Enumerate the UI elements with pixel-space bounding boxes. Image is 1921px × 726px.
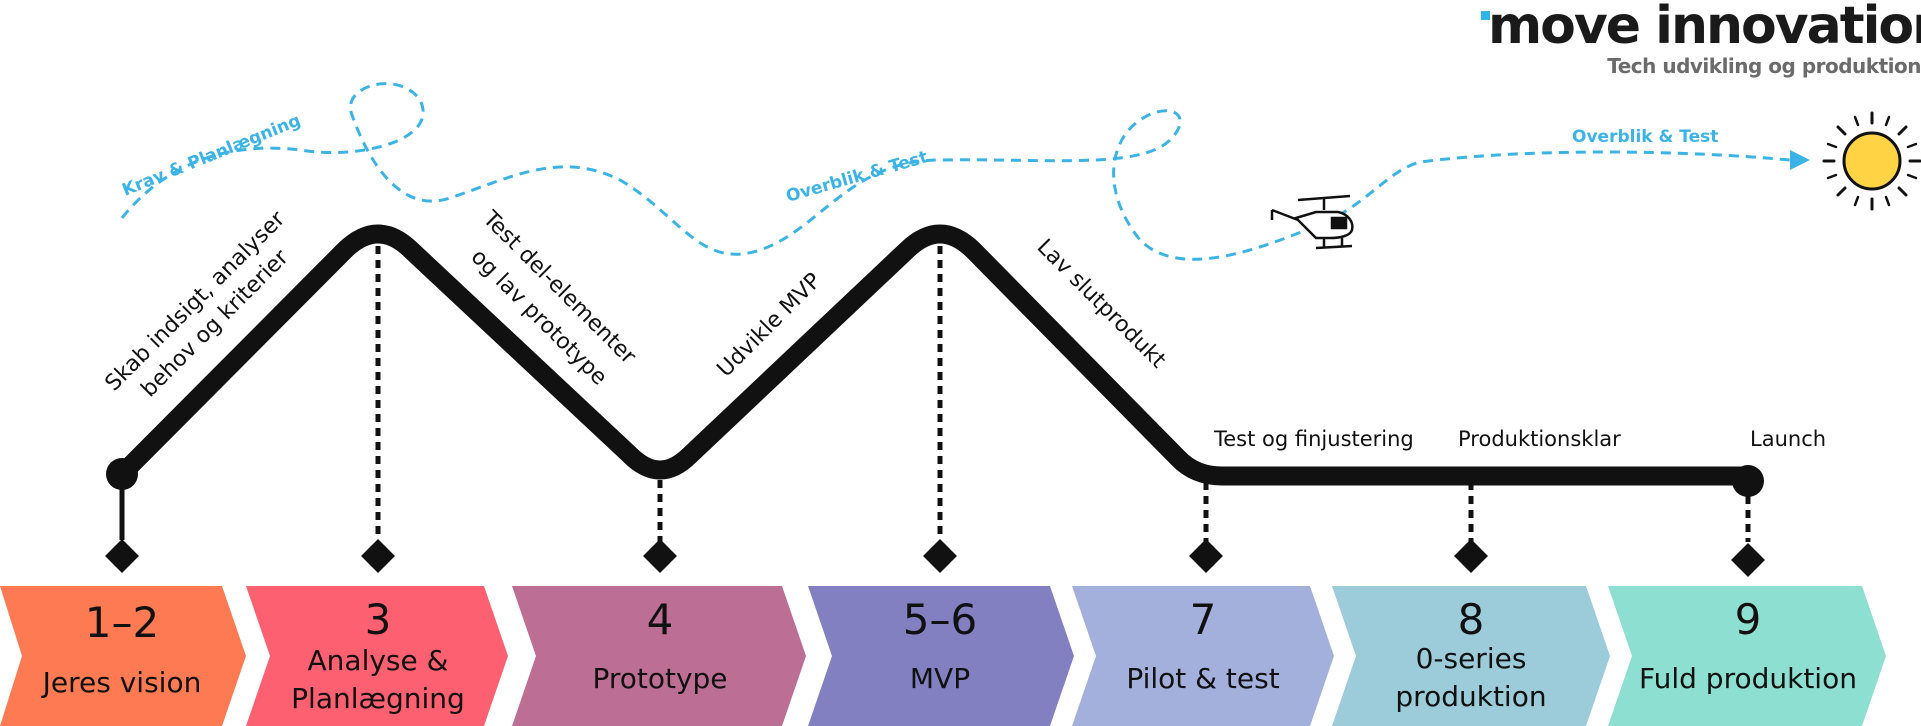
- route-end-dot: [1732, 465, 1764, 497]
- route-label-skab: Skab indsigt, analyser: [101, 206, 291, 396]
- phase-name: produktion: [1395, 680, 1546, 713]
- milestone-diamond: [1189, 539, 1223, 573]
- milestone-diamond: [643, 539, 677, 573]
- dashed-path-arrowhead: [1790, 150, 1810, 170]
- milestone-diamond: [1454, 539, 1488, 573]
- phase-chevron-shape: [1332, 586, 1610, 726]
- phase-number: 3: [365, 595, 392, 644]
- phase-name: Prototype: [592, 662, 727, 695]
- brand-tagline: Tech udvikling og produktion: [1607, 54, 1921, 78]
- route-start-dot: [106, 458, 138, 490]
- phase-name: Planlægning: [291, 682, 465, 715]
- phase-chevron-shape: [1072, 586, 1334, 726]
- sun-icon: [1822, 111, 1921, 211]
- phase-name: Analyse &: [308, 644, 449, 677]
- phase-chevron-shape: [246, 586, 508, 726]
- phase-chevron-shape: [808, 586, 1074, 726]
- phase-name: Jeres vision: [41, 666, 202, 699]
- phase-name: 0-series: [1416, 642, 1527, 675]
- milestone-diamond: [1731, 543, 1765, 577]
- flat-label-test: Test og finjustering: [1213, 427, 1414, 451]
- phase-number: 8: [1458, 595, 1485, 644]
- milestone-diamond: [361, 539, 395, 573]
- logo-mark-icon: [1481, 11, 1490, 20]
- phase-number: 7: [1190, 595, 1217, 644]
- helicopter-icon: [1270, 194, 1354, 250]
- phase-name: MVP: [910, 662, 970, 695]
- phase-name: Fuld produktion: [1639, 662, 1857, 695]
- milestone-diamond: [105, 539, 139, 573]
- flat-label-launch: Launch: [1750, 427, 1826, 451]
- phase-chevron-shape: [0, 586, 246, 726]
- milestone-diamond: [923, 539, 957, 573]
- brand-name-text: move innovation: [1488, 0, 1921, 56]
- dash-label-krav: Krav & Planlægning: [119, 111, 303, 201]
- phase-number: 9: [1735, 595, 1762, 644]
- phase-chevron-shape: [1608, 586, 1886, 726]
- flat-label-produktionsklar: Produktionsklar: [1458, 427, 1621, 451]
- dash-label-overblik-2: Overblik & Test: [1572, 127, 1718, 147]
- route-label-udvikle: Udvikle MVP: [713, 268, 827, 382]
- phase-number: 1–2: [85, 598, 159, 647]
- phase-chevron: 80-series produktion: [1332, 586, 1610, 726]
- milestone-diamonds: [105, 539, 1765, 577]
- phase-number: 4: [647, 595, 674, 644]
- phase-name: Pilot & test: [1126, 662, 1279, 695]
- brand-logo: move innovation Tech udvikling og produk…: [1481, 0, 1921, 78]
- milestone-drop-lines: [375, 232, 1751, 542]
- brand-name: move innovation: [1481, 0, 1921, 52]
- route-line: [112, 224, 1758, 486]
- phase-chevron-shape: [512, 586, 806, 726]
- phase-number: 5–6: [903, 595, 977, 644]
- route-label-lav: Lav slutprodukt: [1032, 235, 1171, 374]
- dash-label-overblik-1: Overblik & Test: [784, 147, 930, 207]
